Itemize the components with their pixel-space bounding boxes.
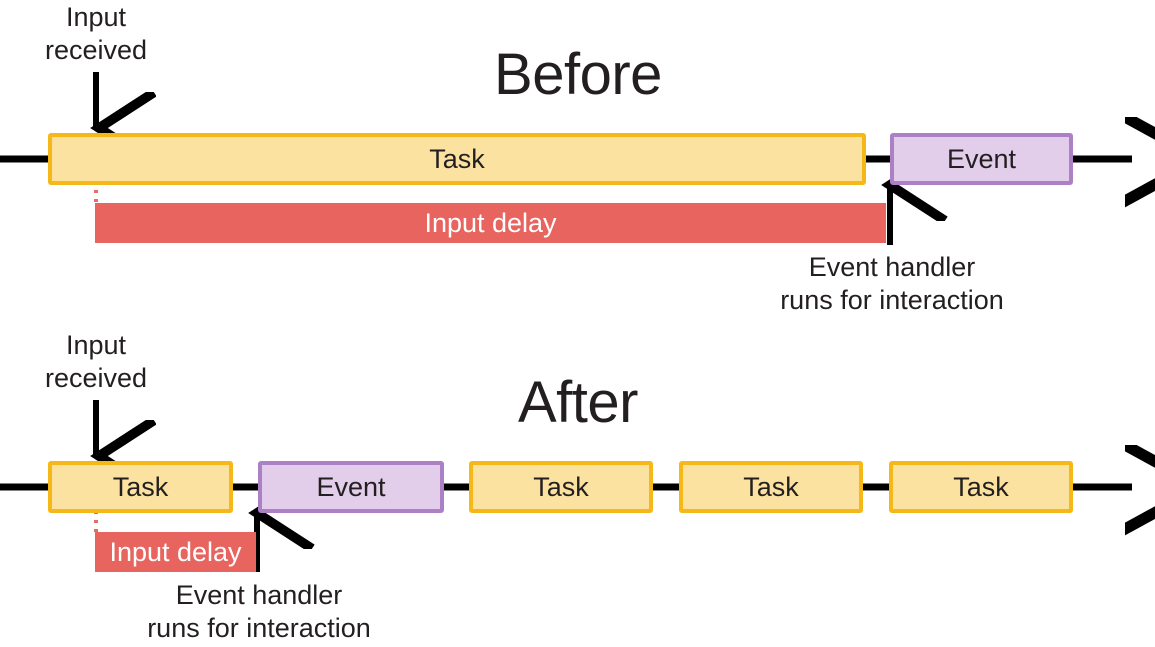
after-task-block-1[interactable]: Task [48,461,233,513]
after-section-title: After [518,370,639,435]
before-task-label: Task [429,143,485,174]
after-event-handler-label: Event handler runs for interaction [147,580,371,643]
after-task-label-2: Task [533,471,589,502]
before-input-delay-label: Input delay [424,207,557,238]
after-task-label-3: Task [743,471,799,502]
before-event-label: Event [946,143,1017,174]
before-event-block[interactable]: Event [890,133,1073,185]
before-input-received-label: Input received [44,2,148,65]
after-event-label: Event [316,471,386,502]
after-event-block[interactable]: Event [258,461,444,513]
after-task-block-2[interactable]: Task [469,461,653,513]
after-input-delay-label: Input delay [109,536,242,567]
after-task-label-1: Task [112,471,169,502]
after-task-block-3[interactable]: Task [679,461,863,513]
after-task-block-4[interactable]: Task [889,461,1073,513]
before-task-block[interactable]: Task [48,133,866,185]
after-input-delay-bar[interactable]: Input delay [95,532,256,572]
before-section-title: Before [494,42,662,107]
after-input-received-label: Input received [44,330,148,393]
before-input-delay-bar[interactable]: Input delay [95,203,886,243]
after-task-label-4: Task [953,471,1009,502]
before-event-handler-label: Event handler runs for interaction [780,252,1004,315]
